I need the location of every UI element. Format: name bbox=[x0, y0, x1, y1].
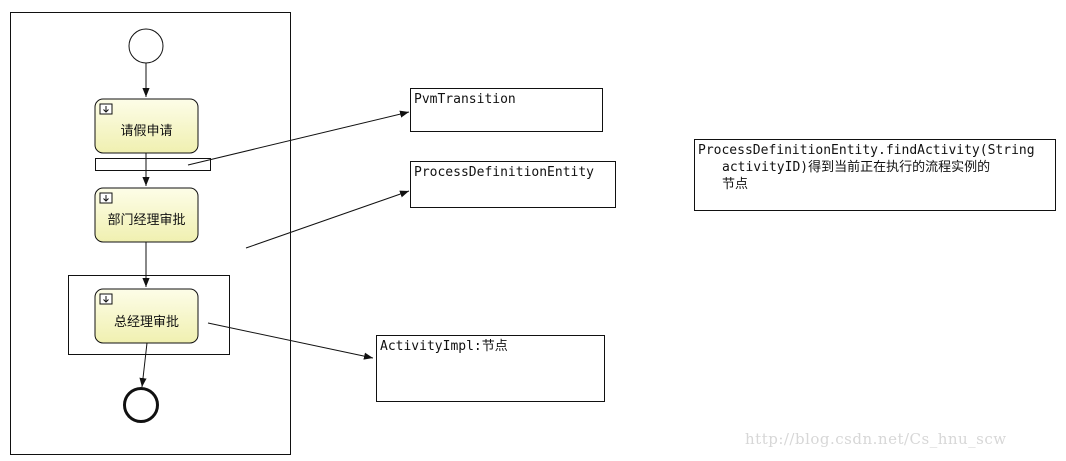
task-leave-request[interactable]: 请假申请 bbox=[94, 98, 199, 154]
note-process-definition-entity: ProcessDefinitionEntity bbox=[410, 161, 616, 208]
note-text-line-3: 节点 bbox=[722, 177, 749, 192]
sequence-flow[interactable] bbox=[139, 342, 148, 388]
note-text: ProcessDefinitionEntity bbox=[414, 165, 595, 180]
note-text: PvmTransition bbox=[414, 92, 516, 107]
task-label: 总经理审批 bbox=[114, 315, 179, 330]
note-text-line-2: activityID)得到当前正在执行的流程实例的 bbox=[722, 160, 991, 175]
task-label: 部门经理审批 bbox=[107, 213, 185, 228]
task-dept-manager-approval[interactable]: 部门经理审批 bbox=[94, 187, 199, 243]
end-event-icon[interactable] bbox=[123, 387, 159, 423]
annotation-arrow-process-definition bbox=[245, 190, 410, 249]
annotation-arrow-pvm-transition bbox=[187, 110, 410, 166]
watermark: http://blog.csdn.net/Cs_hnu_scw bbox=[745, 430, 1007, 448]
note-activity-impl: ActivityImpl:节点 bbox=[376, 335, 605, 402]
note-text-line-1: ProcessDefinitionEntity.findActivity(Str… bbox=[698, 143, 1035, 158]
task-general-manager-approval[interactable]: 总经理审批 bbox=[94, 288, 199, 344]
note-pvm-transition: PvmTransition bbox=[410, 88, 603, 132]
annotation-arrow-activity-impl bbox=[207, 322, 374, 360]
transition-highlight[interactable] bbox=[95, 158, 211, 171]
note-text: ActivityImpl:节点 bbox=[380, 339, 508, 354]
process-frame bbox=[10, 12, 291, 455]
note-find-activity: ProcessDefinitionEntity.findActivity(Str… bbox=[694, 139, 1056, 211]
task-label: 请假申请 bbox=[120, 124, 172, 139]
activity-highlight-frame bbox=[68, 275, 230, 355]
start-event-icon[interactable] bbox=[128, 28, 164, 64]
